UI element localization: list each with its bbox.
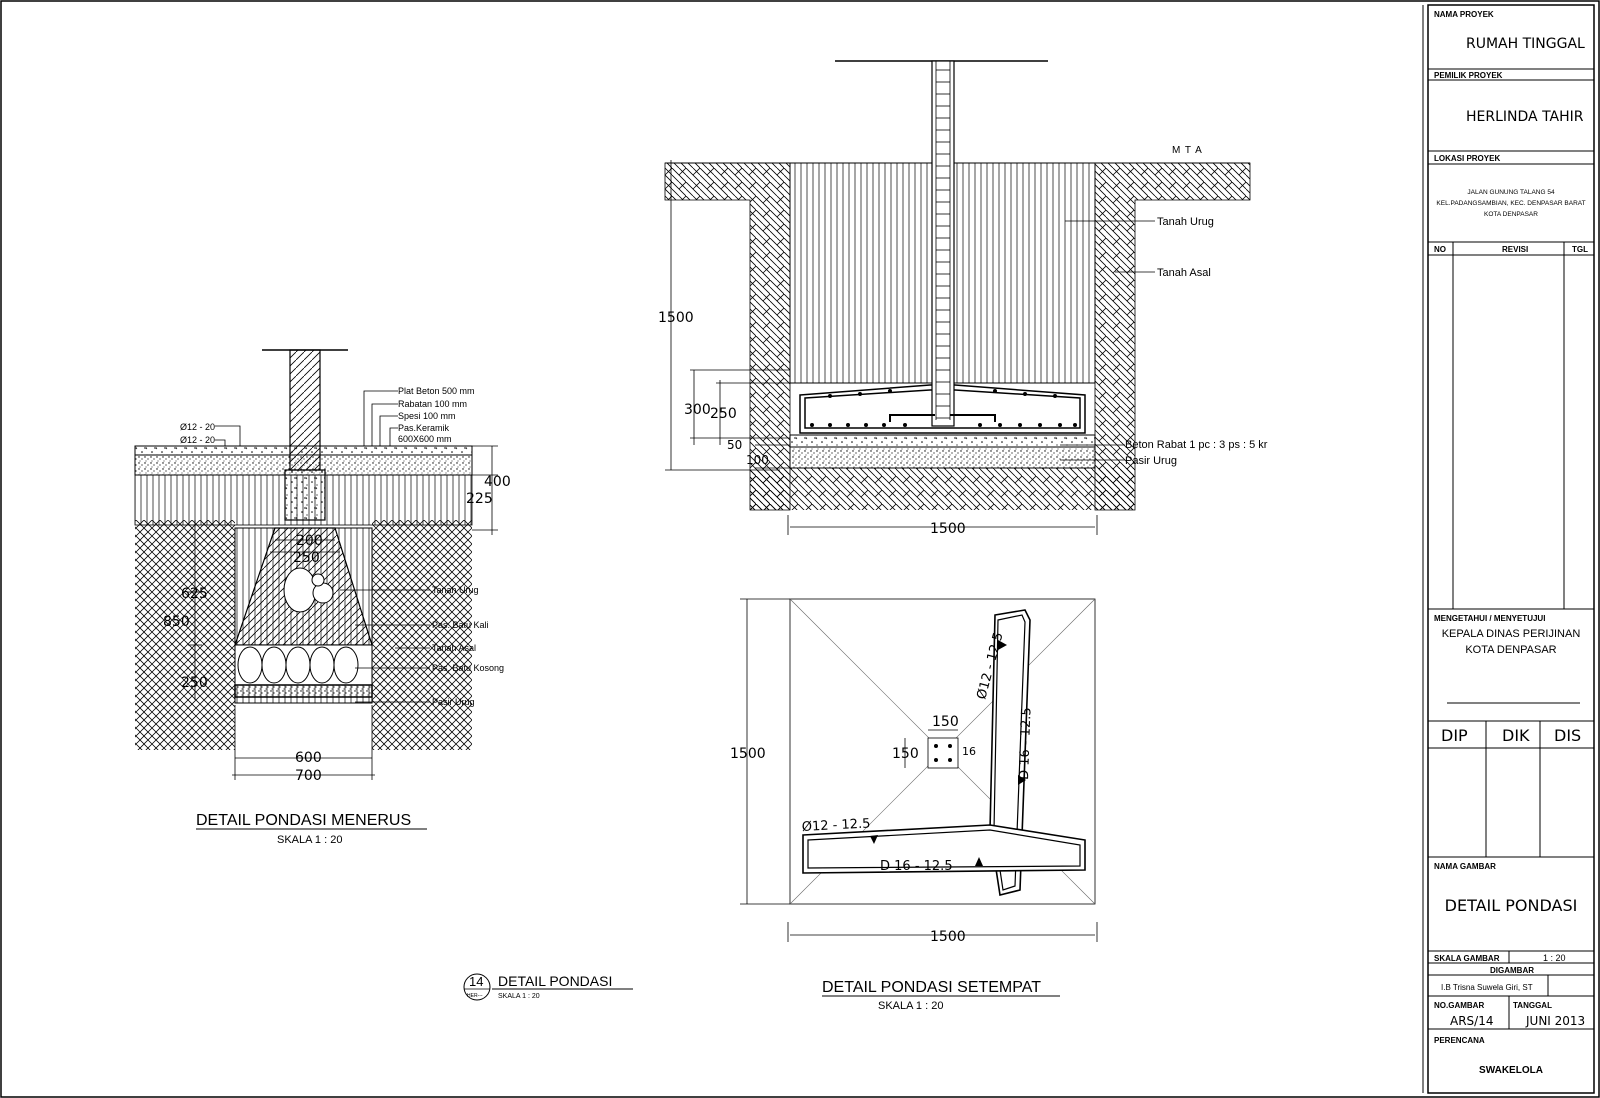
planner: SWAKELOLA (1479, 1065, 1543, 1076)
location-line-3: KOTA DENPASAR (1484, 211, 1538, 218)
layer-label-rabatan: Rabatan 100 mm (398, 399, 467, 409)
dim-625: 625 (181, 586, 208, 602)
pasir-urug-layer (234, 684, 373, 698)
column (289, 349, 321, 471)
beton-rabat-section (789, 434, 1096, 448)
planner-label: PERENCANA (1434, 1036, 1485, 1045)
owner: HERLINDA TAHIR (1466, 109, 1584, 125)
plan-dim-1500-vertical: 1500 (730, 746, 766, 762)
location-label: LOKASI PROYEK (1434, 154, 1500, 163)
detail-pondasi-setempat-plan: Ø12 - 12.5 D 16 - 12.5 Ø12 - 12.5 D 16 -… (730, 598, 1098, 1012)
footing-rebar-dots (810, 389, 1077, 427)
material-tanah-urug: Tanah Urug (432, 585, 479, 595)
dim-400: 400 (484, 474, 511, 490)
plan-rebar-h2: D 16 - 12.5 (880, 859, 953, 874)
revision-no-header: NO (1434, 245, 1446, 254)
layer-label-keramik: Pas.Keramik (398, 423, 450, 433)
column-section (931, 60, 955, 427)
dim-200: 200 (296, 533, 323, 549)
drawing-name-label: NAMA GAMBAR (1434, 862, 1496, 871)
label-tanah-urug: Tanah Urug (1157, 216, 1214, 228)
project-name-label: NAMA PROYEK (1434, 10, 1494, 19)
plan-dim-1500-horizontal: 1500 (930, 929, 966, 945)
plan-dim-150-left: 150 (892, 746, 919, 762)
scale-value: 1 : 20 (1543, 953, 1566, 963)
date-label: TANGGAL (1513, 1001, 1552, 1010)
label-pasir-urug: Pasir Urug (1125, 455, 1177, 467)
dik-label: DIK (1502, 726, 1530, 745)
material-batu-kosong: Pas. Batu Kosong (432, 663, 504, 673)
project-name: RUMAH TINGGAL (1466, 36, 1585, 52)
plan-rebar-h1: Ø12 - 12.5 (801, 816, 870, 835)
layer-label-spesi: Spesi 100 mm (398, 411, 456, 421)
plan-dim-150-top: 150 (932, 714, 959, 730)
detail-pondasi-menerus: Ø12 - 20 Ø12 - 20 Plat Beton 500 mm Raba… (134, 349, 511, 846)
location-line-2: KEL.PADANGSAMBIAN, KEC. DENPASAR BARAT (1436, 200, 1585, 207)
plan-column (927, 737, 959, 769)
drawing-no-label: NO.GAMBAR (1434, 1001, 1484, 1010)
detail-setempat-scale: SKALA 1 : 20 (878, 1000, 943, 1012)
dim-250-section: 250 (710, 406, 737, 422)
revision-revisi-header: REVISI (1502, 245, 1528, 254)
plan-dim-16: 16 (962, 745, 976, 758)
location-line-1: JALAN GUNUNG TALANG 54 (1467, 189, 1555, 196)
dim-50: 50 (727, 438, 742, 452)
approval-line-2: KOTA DENPASAR (1465, 644, 1556, 656)
rebar-label-2: Ø12 - 20 (180, 435, 215, 445)
scale-label: SKALA GAMBAR (1434, 954, 1500, 963)
dim-1500-vertical: 1500 (658, 310, 694, 326)
material-tanah-asal: Tanah Asal (432, 643, 476, 653)
material-pasir-urug: Pasir Urug (432, 697, 475, 707)
drawn-label: DIGAMBAR (1490, 966, 1534, 975)
drawn-by: I.B Trisna Suwela Giri, ST (1441, 983, 1533, 992)
dim-100: 100 (746, 453, 769, 467)
tanah-asal-bottom (750, 468, 1135, 510)
plan-rebar-v2: D 16 - 12.5 (1017, 707, 1035, 780)
label-beton-rabat: Beton Rabat 1 pc : 3 ps : 5 kr (1125, 439, 1268, 451)
mta-label: M T A (1172, 145, 1203, 156)
owner-label: PEMILIK PROYEK (1434, 71, 1503, 80)
pasir-urug-section (789, 446, 1096, 469)
dim-700: 700 (295, 768, 322, 784)
date: JUNI 2013 (1525, 1014, 1585, 1028)
ground-left-section (664, 162, 791, 511)
detail-pondasi-setempat-section: M T A Tanah Urug Tanah Asal Beton Rabat … (658, 60, 1268, 537)
sheet-label-ref: HER--- (467, 993, 483, 999)
dis-label: DIS (1554, 726, 1581, 745)
approval-line-1: KEPALA DINAS PERIJINAN (1442, 628, 1581, 640)
title-block: NAMA PROYEK RUMAH TINGGAL PEMILIK PROYEK… (1422, 4, 1595, 1094)
revision-tgl-header: TGL (1572, 245, 1588, 254)
layer-label-plat: Plat Beton 500 mm (398, 386, 475, 396)
layer-label-keramik-size: 600X600 mm (398, 434, 452, 444)
ground-left (135, 520, 235, 750)
sheet-label: 14 HER--- DETAIL PONDASI SKALA 1 : 20 (463, 973, 633, 1001)
detail-setempat-title: DETAIL PONDASI SETEMPAT (822, 979, 1041, 996)
sheet-label-number: 14 (469, 974, 483, 989)
sheet-label-scale: SKALA 1 : 20 (498, 993, 540, 1000)
dim-250-bottom: 250 (181, 675, 208, 691)
ground-right (372, 520, 472, 750)
dim-250-top: 250 (293, 550, 320, 566)
drawing-no: ARS/14 (1450, 1014, 1493, 1028)
sheet-label-title: DETAIL PONDASI (498, 973, 612, 989)
dip-label: DIP (1441, 726, 1468, 745)
dim-300: 300 (684, 402, 711, 418)
rebar-label-1: Ø12 - 20 (180, 422, 215, 432)
detail-menerus-scale: SKALA 1 : 20 (277, 834, 342, 846)
approval-label: MENGETAHUI / MENYETUJUI (1434, 614, 1545, 623)
drawing-name: DETAIL PONDASI (1445, 896, 1578, 915)
dim-600: 600 (295, 750, 322, 766)
dim-225: 225 (466, 491, 493, 507)
sloof-beam (284, 469, 326, 521)
dim-1500-horizontal: 1500 (930, 521, 966, 537)
material-batu-kali: Pas. Batu Kali (432, 620, 489, 630)
detail-menerus-title: DETAIL PONDASI MENERUS (196, 812, 411, 829)
plan-outline (789, 598, 1096, 905)
label-tanah-asal: Tanah Asal (1157, 267, 1211, 279)
dim-850: 850 (163, 614, 190, 630)
